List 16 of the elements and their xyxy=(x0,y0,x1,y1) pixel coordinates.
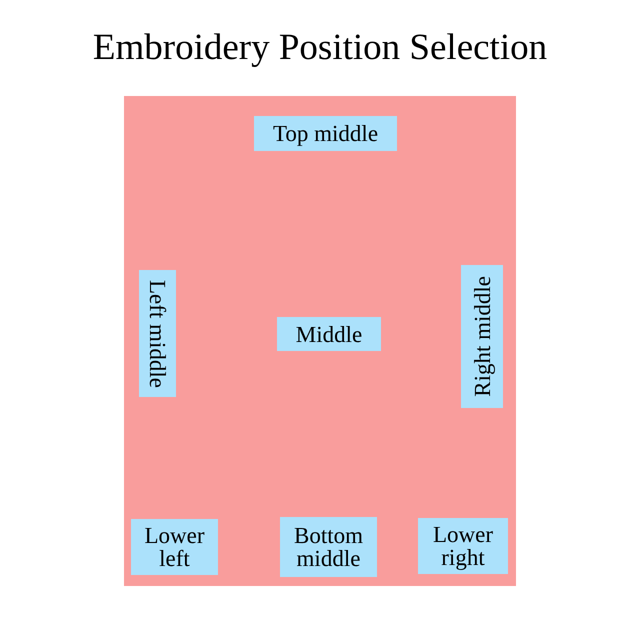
position-label: Lower left xyxy=(143,524,206,570)
position-box xyxy=(280,517,377,577)
position-box xyxy=(254,116,397,151)
panel-area xyxy=(124,96,516,586)
position-label: Bottom middle xyxy=(292,524,364,570)
position-box xyxy=(277,317,381,351)
position-box xyxy=(418,518,508,574)
position-label: Middle xyxy=(296,322,362,346)
position-label: Lower right xyxy=(432,523,494,569)
position-box xyxy=(131,519,218,575)
position-label: Left middle xyxy=(146,280,169,388)
position-box xyxy=(461,265,503,408)
position-box xyxy=(139,270,176,397)
position-label: Top middle xyxy=(272,122,378,145)
position-label: Right middle xyxy=(470,276,494,397)
diagram-title: Embroidery Position Selection xyxy=(92,28,548,69)
